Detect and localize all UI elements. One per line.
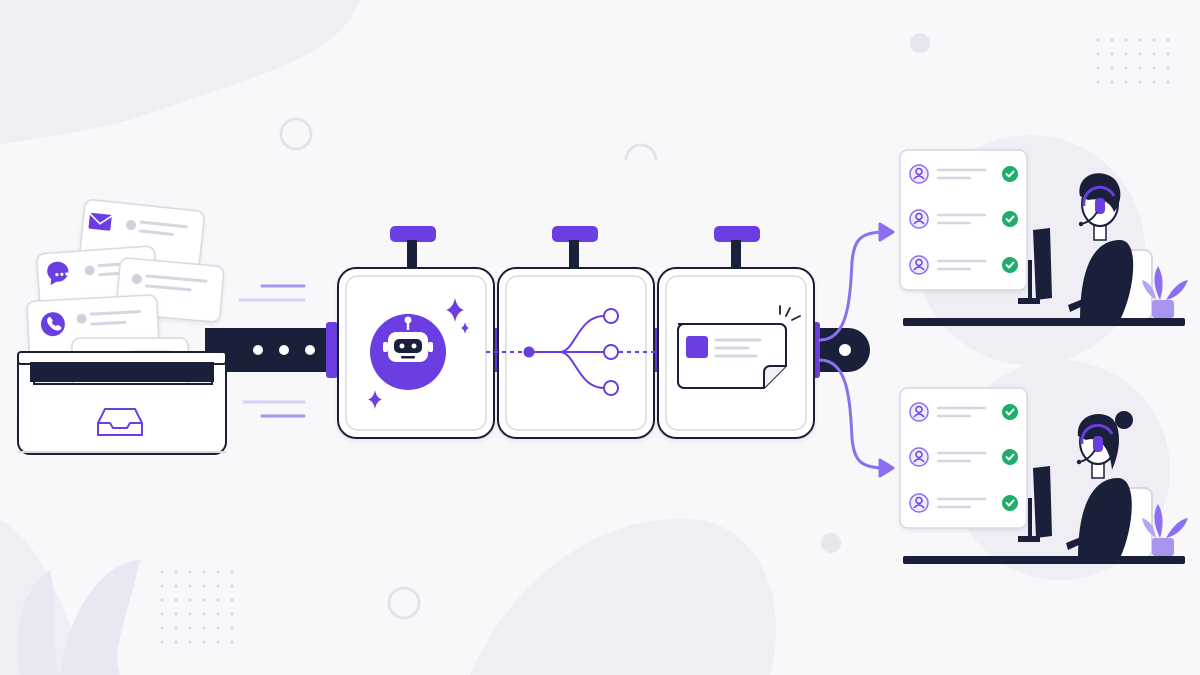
- ticket-row: [909, 255, 1019, 275]
- decor-dot: [1124, 52, 1128, 56]
- phone-icon: [40, 312, 65, 337]
- decor-dot: [1110, 66, 1114, 70]
- decor-dot: [1138, 52, 1142, 56]
- decor-dot: [202, 640, 206, 644]
- decor-dot: [1110, 52, 1114, 56]
- agent-workstation: [899, 387, 1188, 564]
- chat-bubble-icon: [47, 261, 69, 286]
- decor-dot: [160, 570, 164, 574]
- decor-dot: [1138, 66, 1142, 70]
- ticket-row: [909, 164, 1019, 184]
- mail-icon: [88, 212, 113, 231]
- decor-dot: [230, 626, 234, 630]
- assigned-tickets-panel: [899, 387, 1028, 529]
- sparkle-icon: [461, 322, 469, 334]
- support-agent-icon: [903, 411, 1188, 564]
- distribution-arrows: [818, 222, 895, 478]
- decor-dot: [202, 598, 206, 602]
- decor-dot: [1110, 38, 1114, 42]
- decor-dot: [174, 584, 178, 588]
- dot-grid-top-right: [1096, 38, 1170, 84]
- decor-dot: [1124, 66, 1128, 70]
- decor-dot: [1166, 66, 1170, 70]
- decor-dot: [188, 626, 192, 630]
- ticket-card-icon: [677, 305, 801, 389]
- ticket-stage: [657, 226, 815, 439]
- decor-dot: [1124, 80, 1128, 84]
- decor-dot: [1152, 80, 1156, 84]
- ai-bot-stage: [337, 226, 495, 439]
- decor-dot: [1124, 38, 1128, 42]
- inbox-tray: [17, 351, 227, 455]
- decor-dot: [160, 640, 164, 644]
- decor-dot: [188, 584, 192, 588]
- decor-dot: [216, 584, 220, 588]
- decor-dot: [216, 612, 220, 616]
- decor-dot: [160, 598, 164, 602]
- agent-workstation: [899, 149, 1188, 326]
- decor-dot: [230, 598, 234, 602]
- decor-dot: [174, 570, 178, 574]
- decor-dot: [1096, 66, 1100, 70]
- decor-dot: [202, 612, 206, 616]
- plant-icon: [1142, 504, 1188, 556]
- decor-dot: [174, 626, 178, 630]
- branch-routing-icon: [486, 308, 660, 396]
- decor-dot: [216, 598, 220, 602]
- decor-dot: [1096, 38, 1100, 42]
- decor-dot: [1166, 80, 1170, 84]
- plant-icon: [1142, 266, 1188, 318]
- decor-dot: [1152, 38, 1156, 42]
- decor-dot: [160, 612, 164, 616]
- decor-dot: [216, 626, 220, 630]
- decor-dot: [230, 584, 234, 588]
- inbox-icon: [97, 408, 143, 436]
- sparkle-icon: [446, 298, 464, 322]
- decor-dot: [216, 570, 220, 574]
- sparkle-icon: [368, 390, 382, 409]
- decor-dot: [174, 640, 178, 644]
- decor-dot: [230, 570, 234, 574]
- decor-dot: [1166, 52, 1170, 56]
- decor-dot: [202, 626, 206, 630]
- ticket-row: [909, 447, 1019, 467]
- decor-dot: [1152, 52, 1156, 56]
- ticket-row: [909, 402, 1019, 422]
- decor-dot: [160, 584, 164, 588]
- decor-dot: [1166, 38, 1170, 42]
- decor-dot: [1096, 52, 1100, 56]
- ticket-row: [909, 493, 1019, 513]
- decor-dot: [188, 570, 192, 574]
- decor-dot: [1152, 66, 1156, 70]
- assigned-tickets-panel: [899, 149, 1028, 291]
- ticket-row: [909, 209, 1019, 229]
- decor-dot: [160, 626, 164, 630]
- decor-dot: [1110, 80, 1114, 84]
- decor-dot: [174, 612, 178, 616]
- support-agent-icon: [903, 173, 1188, 326]
- decor-dot: [202, 584, 206, 588]
- robot-icon: [370, 314, 446, 390]
- routing-stage: [486, 226, 660, 439]
- decor-dot: [230, 612, 234, 616]
- speed-lines: [238, 284, 306, 418]
- decor-dot: [216, 640, 220, 644]
- decor-dot: [188, 612, 192, 616]
- decor-dot: [1138, 80, 1142, 84]
- dot-grid-bottom-left: [160, 570, 234, 644]
- decor-dot: [188, 640, 192, 644]
- decor-dot: [188, 598, 192, 602]
- decor-dot: [174, 598, 178, 602]
- decor-dot: [1096, 80, 1100, 84]
- decor-dot: [202, 570, 206, 574]
- decor-dot: [1138, 38, 1142, 42]
- decor-dot: [230, 640, 234, 644]
